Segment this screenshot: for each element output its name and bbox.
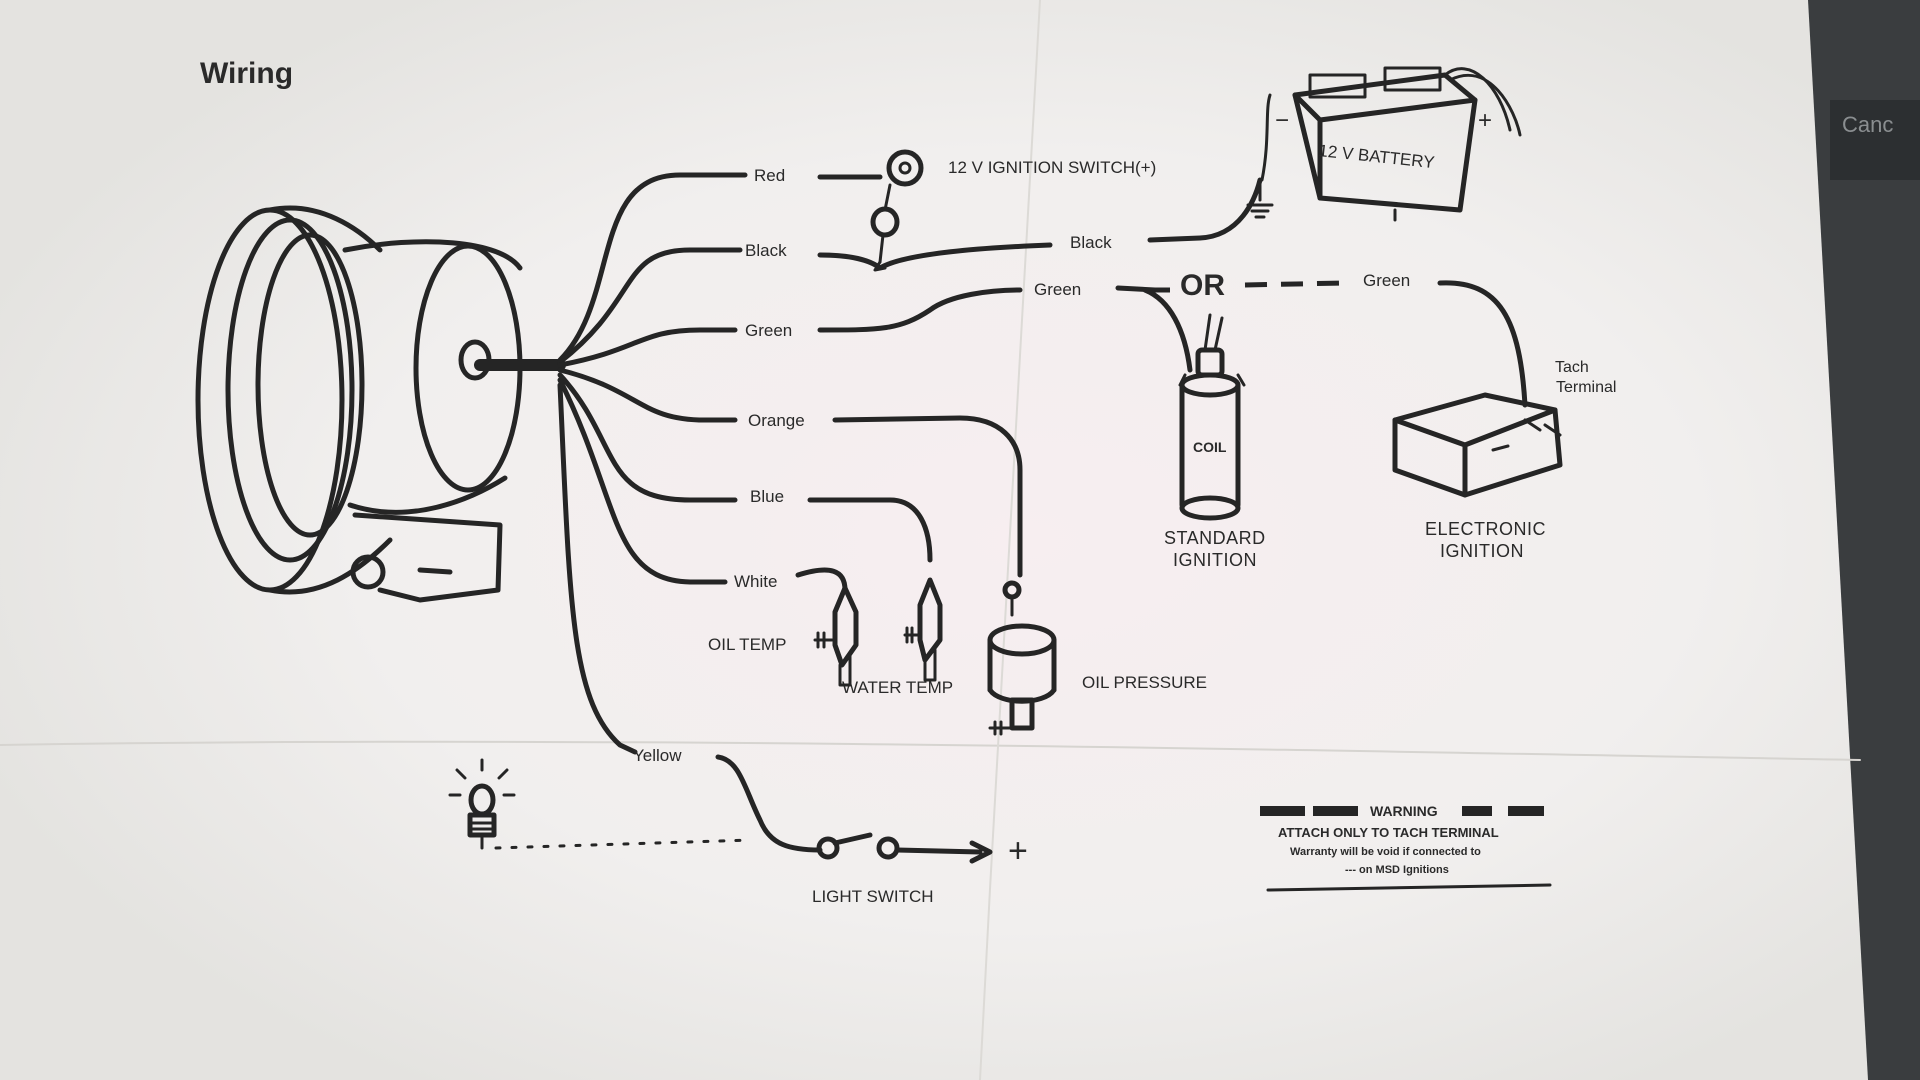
wire-label-green-right: Green	[1363, 271, 1410, 290]
electronic-ignition-label-1: ELECTRONIC	[1425, 519, 1546, 539]
oil-temp-label: OIL TEMP	[708, 635, 786, 654]
keyboard-key	[1830, 100, 1920, 180]
green-wire-coil-drop	[1142, 287, 1193, 373]
wire-label-white: White	[734, 572, 777, 591]
white-wire-right	[795, 567, 848, 593]
light-switch-plus-label: +	[1008, 832, 1028, 870]
wire-label-green: Green	[745, 321, 792, 340]
warning-line-2: Warranty will be void if connected to	[1290, 846, 1481, 858]
standard-ignition-label-1: STANDARD	[1164, 528, 1266, 548]
battery-icon	[1292, 66, 1522, 222]
yellow-wire-left	[557, 382, 638, 755]
wire-label-blue: Blue	[750, 487, 784, 506]
oil-pressure-sender-icon	[987, 580, 1057, 736]
ground-strap	[1260, 93, 1272, 182]
battery-minus-label: −	[1275, 107, 1289, 134]
keyboard-key-label: Canc	[1842, 112, 1893, 137]
oil-pressure-label: OIL PRESSURE	[1082, 673, 1207, 692]
wire-harness	[474, 172, 748, 755]
black-wire-to-ground	[1147, 177, 1263, 243]
light-switch-icon	[816, 832, 993, 864]
electronic-ignition-box-icon	[1392, 392, 1563, 498]
white-wire-left	[557, 377, 728, 585]
tach-terminal-label-1: Tach	[1555, 359, 1589, 376]
water-temp-sender-icon	[903, 577, 943, 682]
battery-plus-label: +	[1478, 107, 1492, 134]
orange-wire-right	[832, 415, 1023, 578]
gauge-body	[195, 205, 523, 603]
dash-lamp-icon	[448, 758, 516, 850]
red-wire	[557, 172, 748, 363]
wire-label-orange: Orange	[748, 411, 805, 430]
lamp-dotted-wire	[494, 838, 752, 850]
ground-icon	[1246, 178, 1274, 219]
green-wire-mid	[817, 287, 1023, 333]
wire-label-red: Red	[754, 166, 785, 185]
wire-label-black: Black	[745, 241, 787, 260]
blue-wire-left	[557, 372, 738, 503]
tach-terminal-label-2: Terminal	[1556, 379, 1616, 396]
black-wire-mid	[817, 242, 1053, 271]
paper-sheet	[0, 0, 1868, 1080]
blue-wire-right	[807, 497, 933, 563]
green-wire-left	[557, 327, 738, 368]
light-switch-label: LIGHT SWITCH	[812, 887, 934, 906]
warning-line-1: ATTACH ONLY TO TACH TERMINAL	[1278, 825, 1499, 840]
or-dash-right	[1244, 280, 1346, 288]
wire-label-black-right: Black	[1070, 233, 1112, 252]
ignition-switch-label: 12 V IGNITION SWITCH(+)	[948, 158, 1156, 177]
coil-icon	[1178, 313, 1246, 521]
water-temp-label: WATER TEMP	[842, 678, 953, 697]
electronic-ignition-label-2: IGNITION	[1440, 541, 1524, 561]
orange-wire-left	[557, 367, 738, 423]
warning-line-3: --- on MSD Ignitions	[1345, 864, 1449, 876]
or-label: OR	[1180, 269, 1225, 302]
green-wire-to-tach	[1437, 280, 1528, 408]
warning-block	[1260, 806, 1552, 892]
yellow-wire-right	[715, 754, 823, 853]
oil-temp-sender-icon	[813, 585, 859, 687]
diagram-title: Wiring	[200, 57, 293, 90]
black-wire-left	[557, 247, 743, 365]
coil-label: COIL	[1193, 439, 1227, 455]
standard-ignition-label-2: IGNITION	[1173, 550, 1257, 570]
wire-label-green-mid: Green	[1034, 280, 1081, 299]
warning-heading: WARNING	[1370, 803, 1438, 819]
paper-fold	[0, 740, 1861, 761]
wire-label-yellow: Yellow	[633, 746, 682, 765]
